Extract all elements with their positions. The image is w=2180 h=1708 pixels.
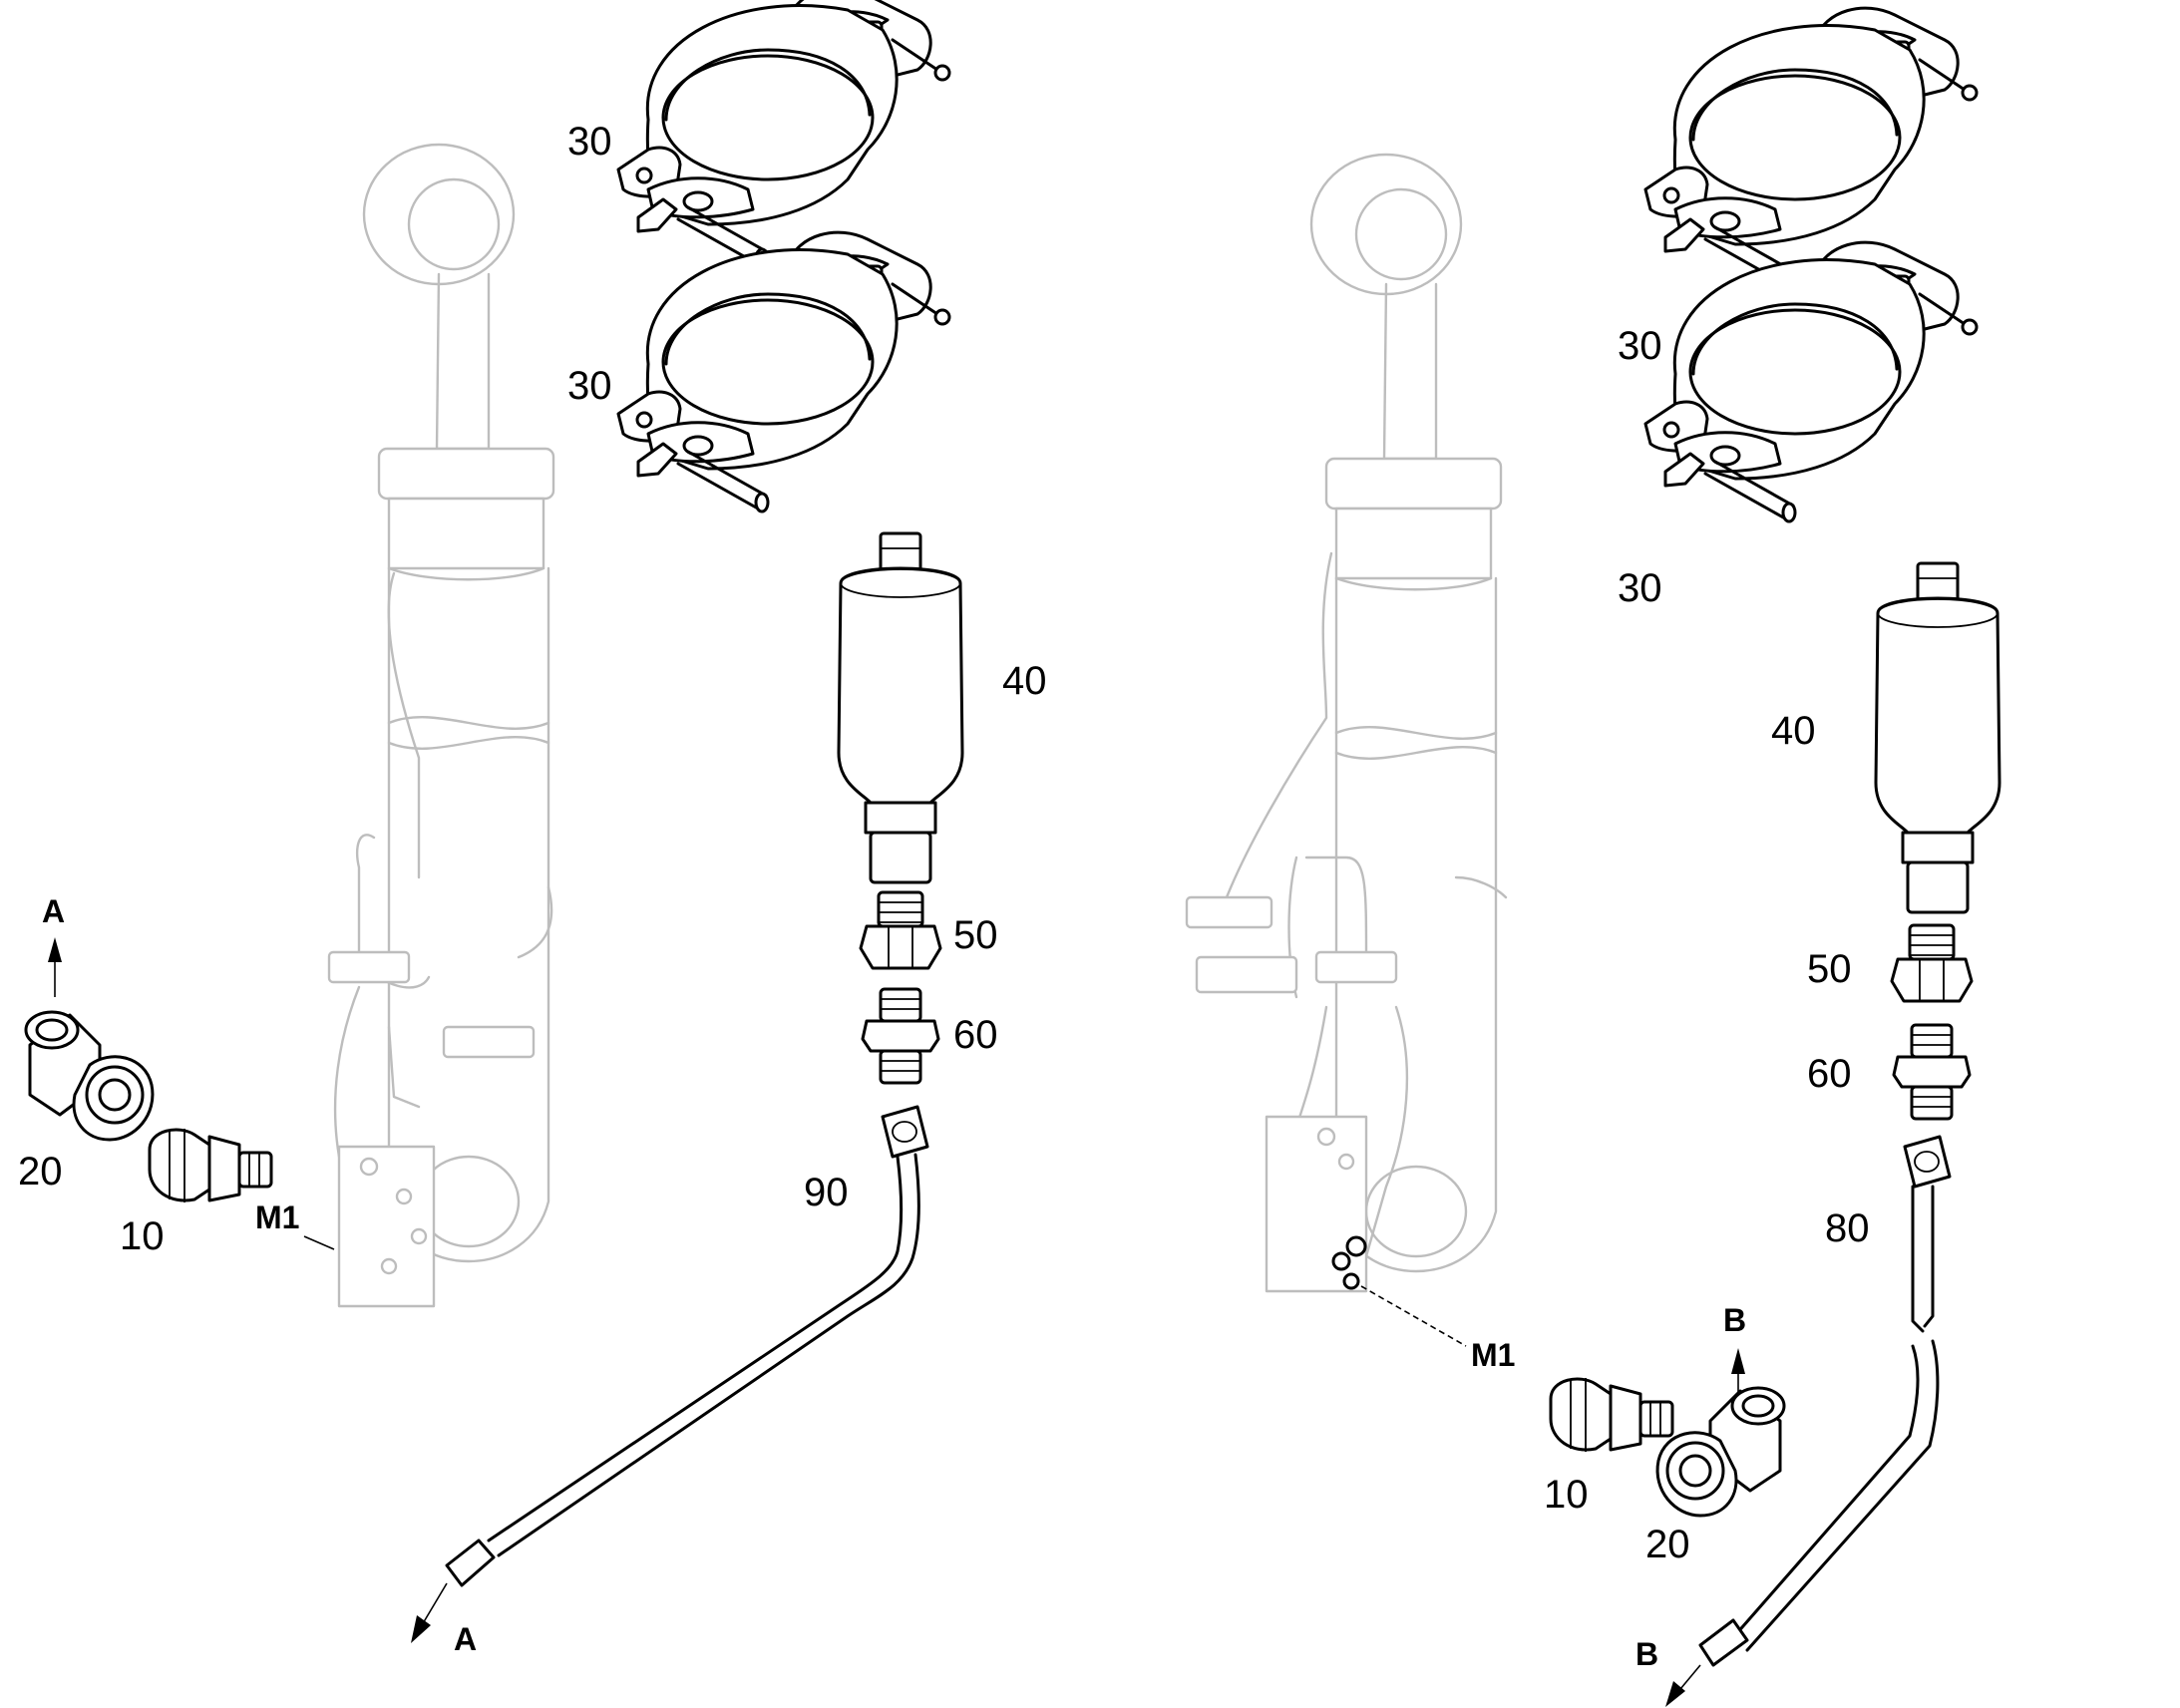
right-cylinder (1185, 153, 1508, 1293)
left-accumulator (837, 531, 964, 884)
right-clamp-lower (1643, 240, 1979, 523)
left-hose-90 (445, 1105, 929, 1587)
right-fitting-50 (1890, 923, 1974, 1003)
left-callout-40: 40 (1002, 659, 1047, 703)
right-adapter-10 (1549, 1376, 1674, 1454)
right-callout-40: 40 (1771, 709, 1816, 753)
left-clamp-upper (616, 0, 951, 269)
right-callout-30-upper: 30 (1618, 324, 1662, 368)
left-clamp-lower (616, 230, 951, 513)
right-callout-50: 50 (1807, 947, 1852, 991)
left-fitting-60 (861, 987, 940, 1085)
right-clamp-upper (1643, 6, 1979, 289)
right-flow-bottom: B (1635, 1636, 1658, 1672)
right-valve-block (1265, 1115, 1368, 1293)
left-arrow-bottom (411, 1582, 448, 1643)
left-arrow-top (48, 937, 62, 997)
right-port-m1: M1 (1471, 1337, 1515, 1373)
right-callout-20: 20 (1645, 1523, 1690, 1566)
left-callout-50: 50 (953, 913, 998, 957)
left-elbow-20 (24, 1010, 155, 1142)
left-callout-20: 20 (18, 1150, 63, 1194)
right-callout-30-lower: 30 (1618, 566, 1662, 610)
right-flow-top: B (1723, 1302, 1746, 1338)
right-fitting-60 (1892, 1023, 1972, 1121)
left-adapter-10 (148, 1127, 273, 1204)
left-callout-30-upper: 30 (567, 120, 612, 164)
left-callout-90: 90 (804, 1171, 849, 1214)
left-callout-10: 10 (120, 1214, 165, 1258)
left-callout-60: 60 (953, 1013, 998, 1057)
left-callout-30-lower: 30 (567, 364, 612, 408)
left-valve-block (337, 1145, 436, 1308)
left-fitting-50 (859, 890, 942, 970)
right-accumulator (1874, 561, 2001, 914)
right-callout-60: 60 (1807, 1052, 1852, 1096)
right-arrow-bottom (1665, 1664, 1701, 1707)
left-flow-bottom: A (454, 1621, 477, 1657)
right-hose-80 (1698, 1135, 1952, 1667)
left-flow-top: A (42, 893, 65, 929)
right-callout-80: 80 (1825, 1206, 1870, 1250)
left-cylinder (327, 143, 555, 1308)
left-port-m1: M1 (255, 1199, 299, 1235)
right-callout-10: 10 (1544, 1473, 1589, 1517)
right-elbow-20 (1655, 1386, 1786, 1518)
